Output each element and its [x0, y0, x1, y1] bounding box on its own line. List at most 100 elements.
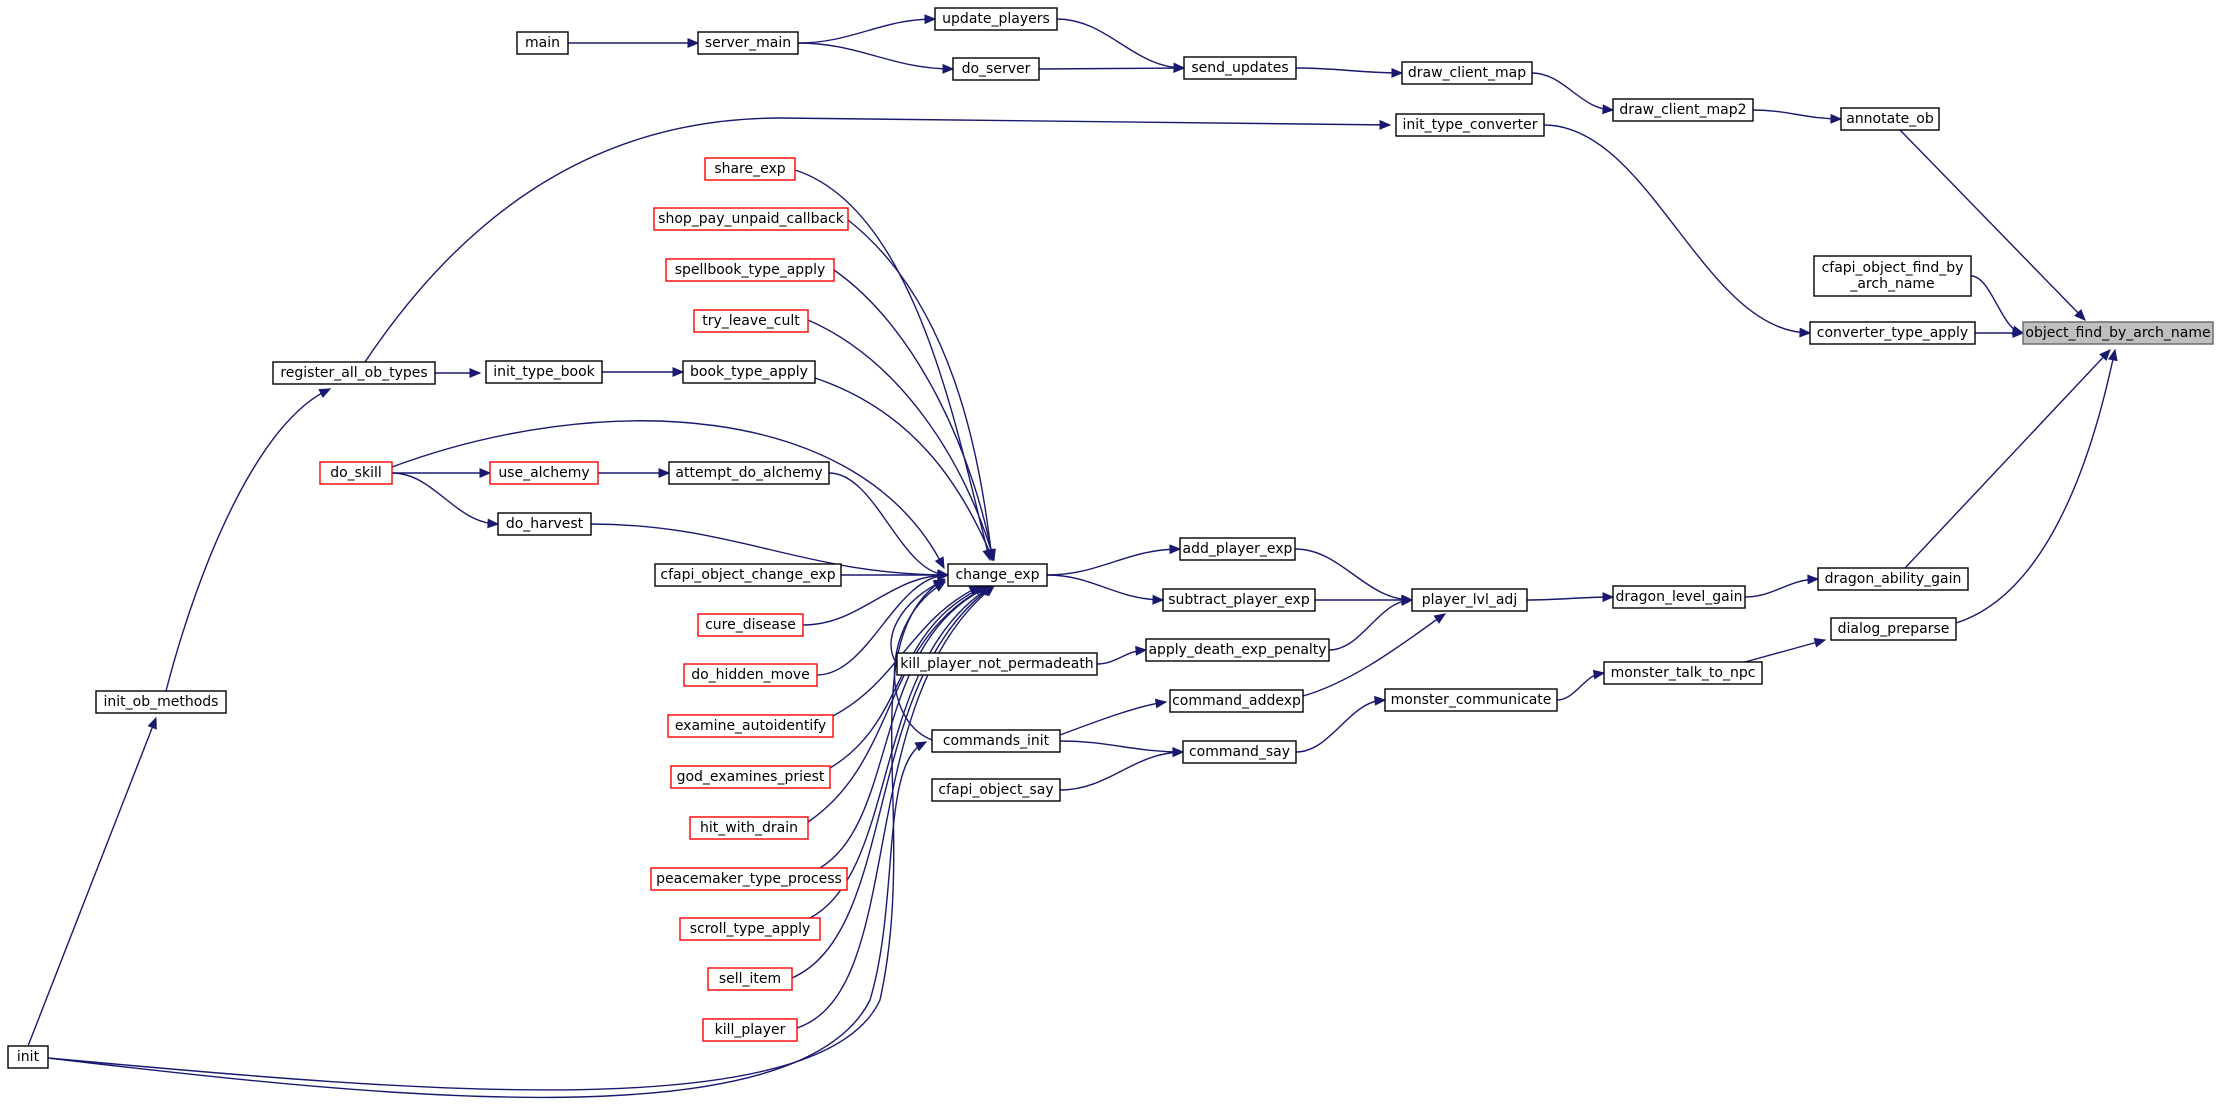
node-cfapi-object-say[interactable]: cfapi_object_say — [931, 778, 1061, 802]
node-monster-talk-to-npc[interactable]: monster_talk_to_npc — [1603, 661, 1763, 685]
node-do-hidden-move[interactable]: do_hidden_move — [683, 663, 818, 687]
node-dialog-preparse[interactable]: dialog_preparse — [1830, 617, 1957, 641]
node-init[interactable]: init — [7, 1045, 49, 1069]
node-label: monster_talk_to_npc — [1611, 665, 1756, 681]
node-dragon-level-gain[interactable]: dragon_level_gain — [1612, 585, 1746, 609]
node-box — [2022, 321, 2214, 345]
node-examine-autoidentify[interactable]: examine_autoidentify — [667, 714, 834, 738]
node-try-leave-cult[interactable]: try_leave_cult — [693, 309, 809, 333]
arrowhead — [1169, 544, 1182, 555]
edge-kill-player-to-change-exp — [796, 585, 995, 1029]
edge-annotate-ob-to-object-find-by-arch-name — [1899, 129, 2086, 321]
node-label: sell_item — [719, 971, 781, 987]
node-update-players[interactable]: update_players — [934, 7, 1058, 31]
node-do-harvest[interactable]: do_harvest — [497, 512, 592, 536]
edge-command-addexp-to-player-lvl-adj — [1302, 613, 1446, 697]
arrowhead — [2074, 309, 2086, 321]
edge-do-skill-to-change-exp — [391, 420, 945, 569]
node-subtract-player-exp[interactable]: subtract_player_exp — [1162, 588, 1316, 612]
node-main[interactable]: main — [516, 31, 569, 55]
node-label: dialog_preparse — [1838, 621, 1950, 637]
node-draw-client-map[interactable]: draw_client_map — [1401, 61, 1533, 85]
node-label: book_type_apply — [690, 364, 808, 380]
node-box — [485, 360, 603, 384]
node-object-find-by-arch-name[interactable]: object_find_by_arch_name — [2022, 321, 2214, 345]
node-command-addexp[interactable]: command_addexp — [1169, 689, 1304, 713]
node-dragon-ability-gain[interactable]: dragon_ability_gain — [1817, 567, 1969, 591]
node-box — [516, 31, 569, 55]
arrowhead — [914, 741, 928, 752]
node-book-type-apply[interactable]: book_type_apply — [682, 360, 816, 384]
edge-add-player-exp-to-player-lvl-adj — [1294, 548, 1413, 601]
node-box — [1830, 617, 1957, 641]
node-box — [1384, 688, 1558, 712]
node-server-main[interactable]: server_main — [697, 31, 799, 55]
node-init-type-book[interactable]: init_type_book — [485, 360, 603, 384]
node-cfapi-object-change-exp[interactable]: cfapi_object_change_exp — [654, 563, 842, 587]
node-label: monster_communicate — [1391, 692, 1552, 708]
node-shop-pay-unpaid-callback[interactable]: shop_pay_unpaid_callback — [653, 207, 849, 231]
node-monster-communicate[interactable]: monster_communicate — [1384, 688, 1558, 712]
node-label: kill_player_not_permadeath — [900, 656, 1093, 672]
edge-send-updates-to-draw-client-map — [1295, 67, 1403, 74]
node-label: examine_autoidentify — [675, 718, 826, 734]
edge-init-to-change-exp — [47, 578, 945, 1091]
node-hit-with-drain[interactable]: hit_with_drain — [689, 816, 809, 840]
node-box — [931, 729, 1061, 753]
node-do-server[interactable]: do_server — [952, 57, 1040, 81]
edge-register-all-ob-types-to-init-type-converter — [364, 117, 1391, 363]
node-change-exp[interactable]: change_exp — [947, 563, 1048, 587]
node-converter-type-apply[interactable]: converter_type_apply — [1809, 321, 1976, 345]
edge-init-ob-methods-to-register-all-ob-types — [165, 388, 331, 692]
node-spellbook-type-apply[interactable]: spellbook_type_apply — [665, 258, 835, 282]
node-command-say[interactable]: command_say — [1182, 740, 1297, 764]
arrowhead — [1813, 638, 1827, 648]
node-label: command_addexp — [1172, 693, 1301, 709]
node-draw-client-map2[interactable]: draw_client_map2 — [1612, 98, 1754, 122]
node-send-updates[interactable]: send_updates — [1183, 56, 1297, 80]
node-label: scroll_type_apply — [690, 921, 811, 937]
edge-commands-init-to-command-say — [1059, 740, 1184, 753]
node-label: player_lvl_adj — [1422, 592, 1517, 608]
node-label: send_updates — [1191, 60, 1288, 76]
arrowhead — [982, 585, 995, 597]
node-kill-player[interactable]: kill_player — [702, 1018, 798, 1042]
edge-examine-autoidentify-to-change-exp — [832, 585, 981, 717]
node-label: apply_death_exp_penalty — [1148, 642, 1326, 658]
node-box — [697, 31, 799, 55]
node-init-type-converter[interactable]: init_type_converter — [1395, 113, 1545, 137]
node-box — [497, 512, 592, 536]
node-share-exp[interactable]: share_exp — [704, 157, 796, 181]
node-box — [952, 57, 1040, 81]
node-annotate-ob[interactable]: annotate_ob — [1840, 107, 1940, 131]
node-label: do_harvest — [506, 516, 584, 532]
node-commands-init[interactable]: commands_init — [931, 729, 1061, 753]
node-use-alchemy[interactable]: use_alchemy — [489, 461, 599, 485]
node-init-ob-methods[interactable]: init_ob_methods — [95, 690, 227, 714]
node-add-player-exp[interactable]: add_player_exp — [1179, 537, 1296, 561]
edge-init-to-init-ob-methods — [27, 717, 157, 1047]
edge-kill-player-not-permadeath-to-change-exp — [890, 579, 946, 665]
node-cfapi-object-find-by-arch-name[interactable]: cfapi_object_find_by_arch_name — [1813, 255, 1972, 297]
node-apply-death-exp-penalty[interactable]: apply_death_exp_penalty — [1145, 638, 1330, 662]
node-box — [670, 765, 831, 789]
node-label: object_find_by_arch_name — [2025, 325, 2210, 341]
node-box — [1612, 585, 1746, 609]
node-box — [707, 967, 793, 991]
node-label: shop_pay_unpaid_callback — [658, 211, 845, 227]
node-player-lvl-adj[interactable]: player_lvl_adj — [1411, 588, 1528, 612]
node-label: do_skill — [330, 465, 382, 481]
node-label: _arch_name — [1849, 276, 1934, 292]
node-peacemaker-type-process[interactable]: peacemaker_type_process — [650, 867, 848, 891]
node-scroll-type-apply[interactable]: scroll_type_apply — [679, 917, 821, 941]
node-attempt-do-alchemy[interactable]: attempt_do_alchemy — [668, 461, 830, 485]
node-cure-disease[interactable]: cure_disease — [697, 613, 804, 637]
node-god-examines-priest[interactable]: god_examines_priest — [670, 765, 831, 789]
node-label: kill_player — [715, 1022, 786, 1038]
node-box — [931, 778, 1061, 802]
node-kill-player-not-permadeath[interactable]: kill_player_not_permadeath — [896, 652, 1098, 676]
edge-peacemaker-type-process-to-change-exp — [819, 585, 991, 869]
node-register-all-ob-types[interactable]: register_all_ob_types — [272, 361, 436, 385]
node-do-skill[interactable]: do_skill — [319, 461, 393, 485]
node-sell-item[interactable]: sell_item — [707, 967, 793, 991]
